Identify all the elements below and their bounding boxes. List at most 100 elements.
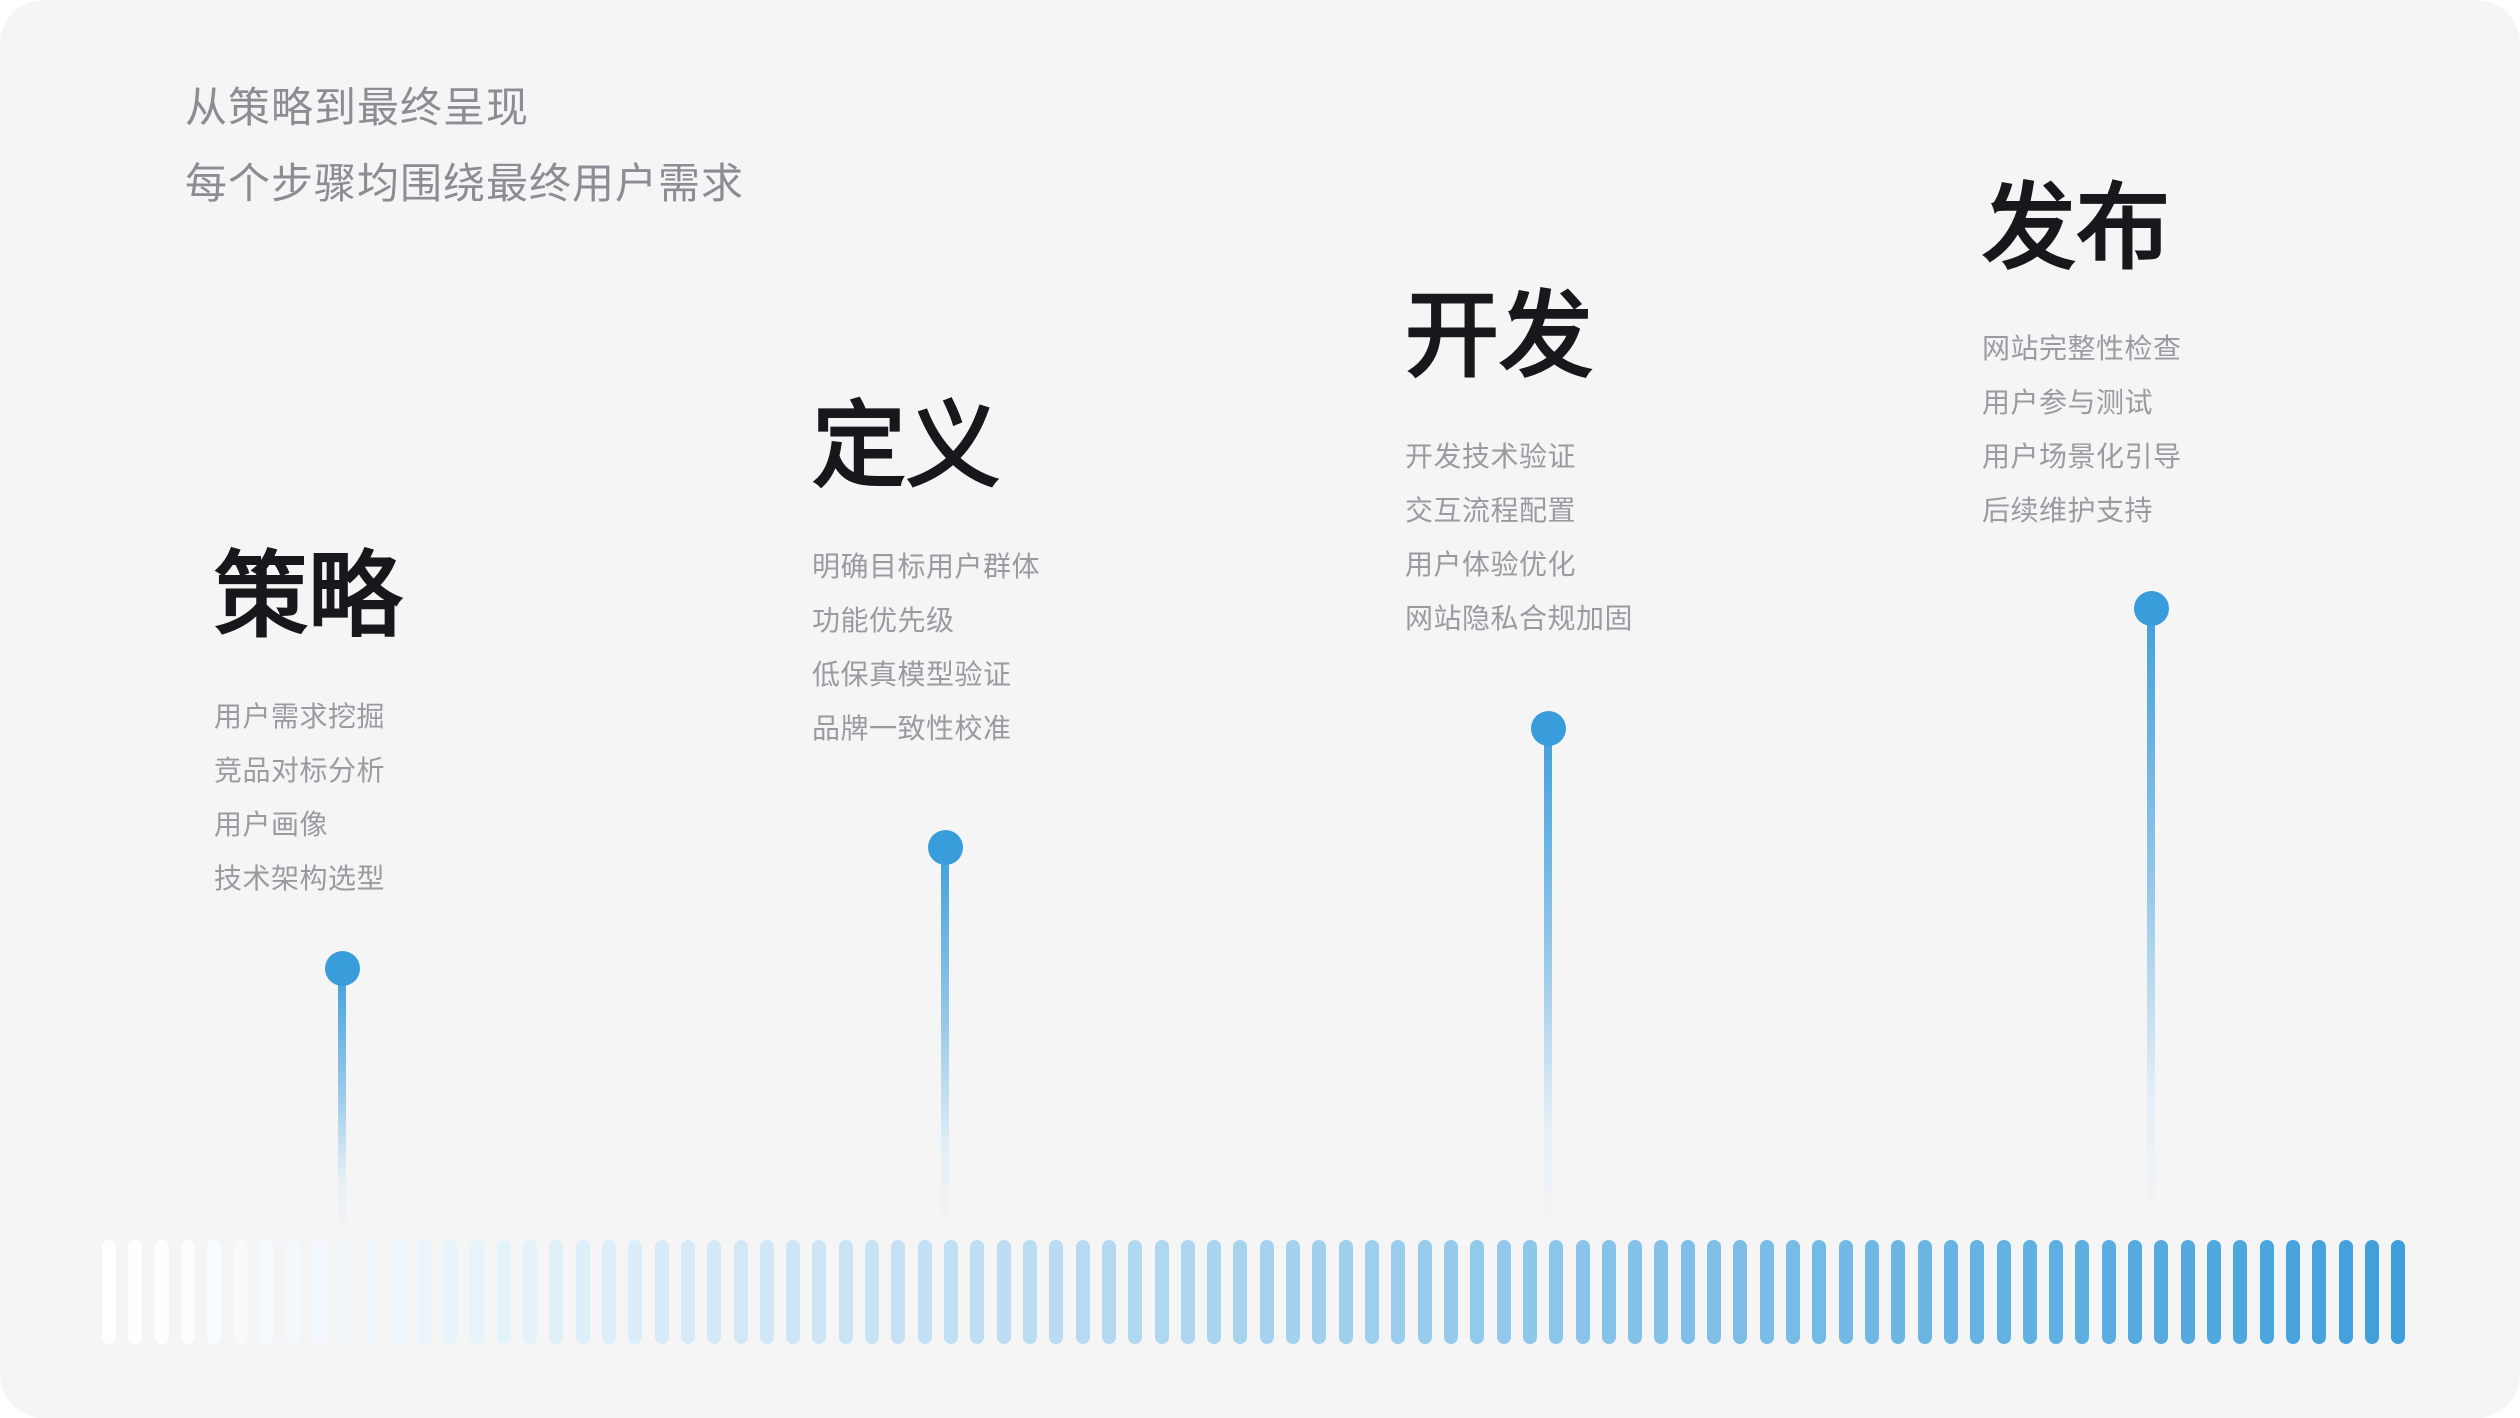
timeline-bar <box>2338 1240 2353 1344</box>
stage-title-strategy: 策略 <box>214 543 403 648</box>
timeline-bar <box>1470 1240 1485 1344</box>
stage-item: 品牌一致性校准 <box>812 713 1012 744</box>
timeline-bar <box>1391 1240 1406 1344</box>
timeline-stem <box>941 847 949 1238</box>
timeline-bar <box>654 1240 669 1344</box>
timeline-bar <box>786 1240 801 1344</box>
stage-define: 定义 明确目标用户群体 功能优先级 低保真模型验证 品牌一致性校准 <box>812 398 1040 768</box>
timeline-bar <box>1259 1240 1274 1344</box>
timeline-bar <box>1180 1240 1195 1344</box>
timeline-bar <box>1864 1240 1879 1344</box>
timeline-bar <box>1075 1240 1090 1344</box>
timeline-bar <box>2049 1240 2064 1344</box>
timeline-bar <box>1022 1240 1037 1344</box>
stage-item: 用户参与测试 <box>1982 387 2154 418</box>
stage-item: 用户需求挖掘 <box>214 701 386 732</box>
timeline-bar <box>286 1240 301 1344</box>
timeline-bar <box>1733 1240 1748 1344</box>
timeline-bar <box>2180 1240 2195 1344</box>
page-header: 从策略到最终呈现 每个步骤均围绕最终用户需求 <box>185 70 744 222</box>
timeline-bar <box>838 1240 853 1344</box>
timeline-bar <box>312 1240 327 1344</box>
timeline-dot <box>927 829 963 865</box>
timeline-bar <box>470 1240 485 1344</box>
timeline-bar <box>391 1240 406 1344</box>
timeline-bar <box>1628 1240 1643 1344</box>
timeline-bar <box>1496 1240 1511 1344</box>
timeline-bar <box>1786 1240 1800 1344</box>
timeline-bar <box>154 1240 169 1344</box>
stage-item: 开发技术验证 <box>1405 441 1577 472</box>
stage-item: 用户场景化引导 <box>1982 441 2182 472</box>
timeline-stem <box>2147 608 2155 1238</box>
timeline-bar <box>601 1240 616 1344</box>
timeline-bar <box>365 1240 380 1344</box>
stage-launch: 发布 网站完整性检查 用户参与测试 用户场景化引导 后续维护支持 <box>1982 180 2182 550</box>
stage-item: 网站隐私合规加固 <box>1405 603 1634 634</box>
timeline-bar <box>707 1240 722 1344</box>
timeline-bar <box>1443 1240 1458 1344</box>
timeline-bar <box>417 1240 432 1344</box>
timeline-bar <box>2259 1240 2274 1344</box>
timeline-bar <box>1233 1240 1248 1344</box>
stage-items-define: 明确目标用户群体 功能优先级 低保真模型验证 品牌一致性校准 <box>812 552 1040 744</box>
timeline-bar <box>1128 1240 1143 1344</box>
timeline-bar <box>2075 1240 2090 1344</box>
timeline-bar <box>1891 1240 1906 1344</box>
timeline-bar <box>628 1240 643 1344</box>
timeline-bar <box>1101 1240 1116 1344</box>
timeline-bar <box>338 1240 353 1344</box>
stage-title-define: 定义 <box>812 393 1001 498</box>
timeline-bar <box>1549 1240 1564 1344</box>
timeline-bar <box>944 1240 958 1344</box>
timeline-bar <box>865 1240 880 1344</box>
timeline-bar <box>733 1240 748 1344</box>
stage-item: 明确目标用户群体 <box>812 551 1041 582</box>
stage-strategy: 策略 用户需求挖掘 竞品对标分析 用户画像 技术架构选型 <box>214 548 402 918</box>
timeline-bar <box>180 1240 195 1344</box>
timeline-bar <box>496 1240 511 1344</box>
stage-develop: 开发 开发技术验证 交互流程配置 用户体验优化 网站隐私合规加固 <box>1405 288 1633 658</box>
timeline-stem <box>1544 728 1552 1238</box>
stage-item: 交互流程配置 <box>1405 495 1577 526</box>
timeline-bar <box>1154 1240 1169 1344</box>
stage-item: 功能优先级 <box>812 605 955 636</box>
stage-item: 竞品对标分析 <box>214 755 386 786</box>
timeline-bar <box>1838 1240 1853 1344</box>
timeline-bar <box>1049 1240 1064 1344</box>
timeline-bar <box>2022 1240 2037 1344</box>
header-line-1: 从策略到最终呈现 <box>185 84 530 131</box>
timeline-bar <box>759 1240 774 1344</box>
timeline-bars <box>102 1240 2406 1344</box>
stage-item: 用户体验优化 <box>1405 549 1577 580</box>
timeline-bar <box>102 1240 116 1344</box>
timeline-bar <box>1312 1240 1327 1344</box>
timeline-bar <box>812 1240 827 1344</box>
timeline-bar <box>1970 1240 1985 1344</box>
timeline-dot <box>1530 710 1566 746</box>
timeline-bar <box>444 1240 459 1344</box>
timeline-bar <box>523 1240 537 1344</box>
stage-item: 后续维护支持 <box>1982 495 2154 526</box>
timeline-bar <box>1943 1240 1958 1344</box>
stage-items-develop: 开发技术验证 交互流程配置 用户体验优化 网站隐私合规加固 <box>1405 442 1633 634</box>
timeline-bar <box>1812 1240 1827 1344</box>
timeline-bar <box>259 1240 274 1344</box>
timeline-bar <box>1759 1240 1774 1344</box>
timeline-bar <box>1601 1240 1616 1344</box>
timeline-bar <box>1365 1240 1379 1344</box>
timeline-bar <box>2233 1240 2248 1344</box>
timeline-bar <box>1286 1240 1301 1344</box>
timeline-bar <box>2128 1240 2143 1344</box>
stage-item: 低保真模型验证 <box>812 659 1012 690</box>
timeline-bar <box>891 1240 906 1344</box>
stage-items-strategy: 用户需求挖掘 竞品对标分析 用户画像 技术架构选型 <box>214 702 402 894</box>
timeline-bar <box>970 1240 985 1344</box>
stage-item: 用户画像 <box>214 809 329 840</box>
timeline-bar <box>2154 1240 2169 1344</box>
timeline-bar <box>1417 1240 1432 1344</box>
timeline-bar <box>1654 1240 1669 1344</box>
timeline-bar <box>1207 1240 1222 1344</box>
timeline-bar <box>1575 1240 1590 1344</box>
